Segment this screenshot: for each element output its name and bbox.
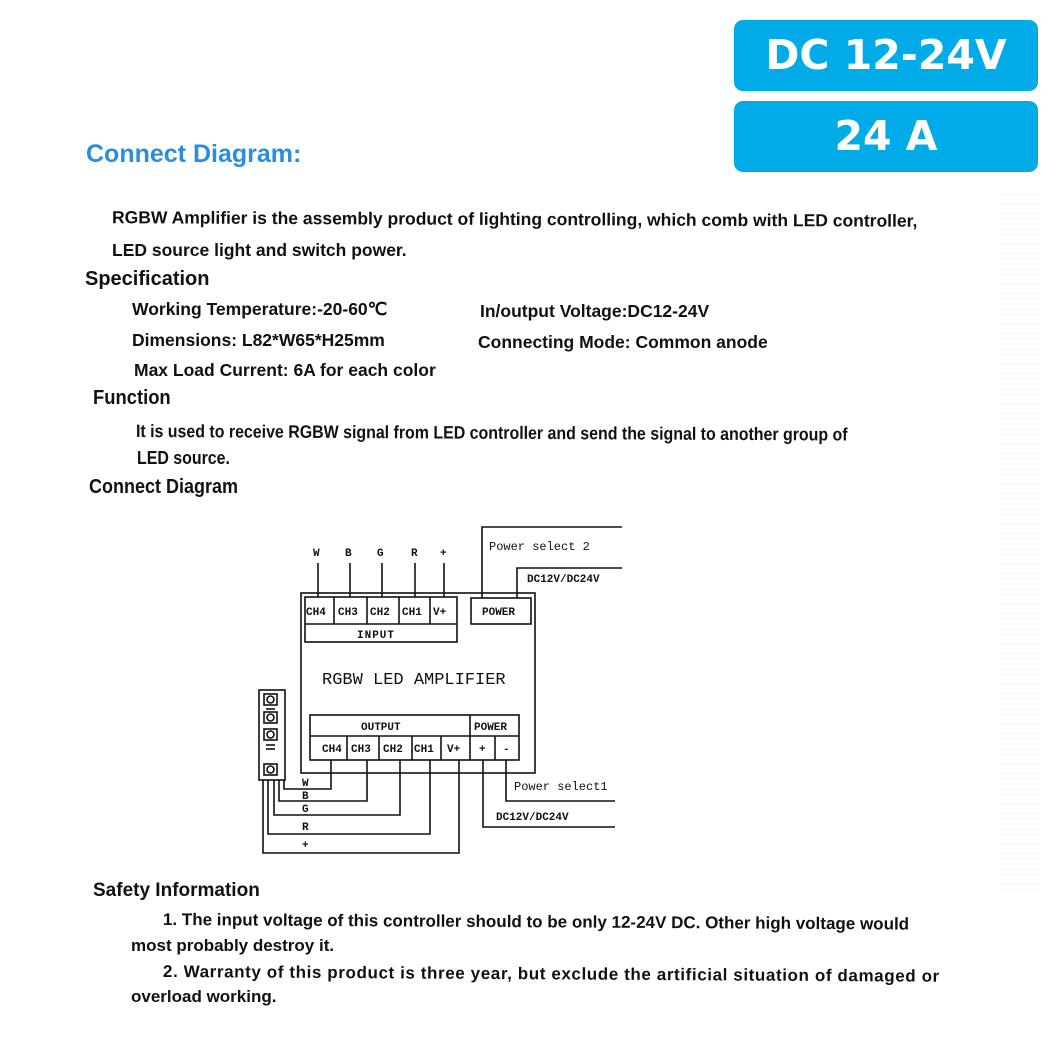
input-wire-label-w: W bbox=[313, 548, 320, 560]
output-power-voltage-note: DC12V/DC24V bbox=[496, 812, 569, 824]
safety-item-2-line-2: overload working. bbox=[131, 987, 277, 1006]
input-wire-label-b: B bbox=[345, 548, 352, 560]
output-wire-label-r: R bbox=[302, 822, 309, 834]
output-terminal-ch4: CH4 bbox=[322, 744, 342, 756]
output-power-label: POWER bbox=[474, 722, 507, 734]
function-line-2: LED source. bbox=[137, 448, 230, 468]
output-wire-label-b: B bbox=[302, 791, 309, 803]
input-terminal-ch2: CH2 bbox=[370, 607, 390, 619]
output-terminal-vplus: V+ bbox=[447, 744, 461, 756]
spec-io-voltage: In/output Voltage:DC12-24V bbox=[480, 301, 710, 321]
output-terminal-ch2: CH2 bbox=[383, 744, 403, 756]
input-power-label: POWER bbox=[482, 607, 515, 619]
spec-max-load-current: Max Load Current: 6A for each color bbox=[134, 360, 436, 380]
output-power-minus: - bbox=[503, 744, 510, 756]
amplifier-enclosure bbox=[300, 592, 536, 774]
output-wire-label-plus: + bbox=[302, 840, 309, 852]
input-wire-label-r: R bbox=[411, 548, 418, 560]
input-wire-label-plus: + bbox=[440, 548, 447, 560]
safety-heading: Safety Information bbox=[93, 880, 260, 901]
input-terminal-vplus: V+ bbox=[433, 607, 447, 619]
page-title: Connect Diagram: bbox=[86, 140, 302, 168]
power-select-2-note: Power select 2 bbox=[489, 540, 590, 554]
input-terminal-ch3: CH3 bbox=[338, 607, 358, 619]
device-name: RGBW LED AMPLIFIER bbox=[322, 671, 506, 690]
spec-working-temperature: Working Temperature:-20-60℃ bbox=[132, 299, 388, 319]
function-heading: Function bbox=[93, 387, 171, 409]
voltage-badge: DC 12-24V bbox=[734, 20, 1038, 91]
scan-artifact bbox=[1000, 190, 1040, 890]
input-terminal-ch4: CH4 bbox=[306, 607, 326, 619]
intro-line-2: LED source light and switch power. bbox=[112, 240, 407, 260]
connect-diagram-heading: Connect Diagram bbox=[89, 476, 239, 498]
output-wire-label-w: W bbox=[302, 778, 309, 790]
spec-dimensions: Dimensions: L82*W65*H25mm bbox=[132, 330, 385, 350]
current-badge: 24 A bbox=[734, 101, 1038, 172]
input-label: INPUT bbox=[357, 630, 395, 642]
output-wire-label-g: G bbox=[302, 804, 309, 816]
output-terminal-ch1: CH1 bbox=[414, 744, 434, 756]
specification-heading: Specification bbox=[85, 268, 210, 290]
output-label: OUTPUT bbox=[361, 722, 401, 734]
output-terminal-ch3: CH3 bbox=[351, 744, 371, 756]
output-power-plus: + bbox=[479, 744, 486, 756]
input-terminal-ch1: CH1 bbox=[402, 607, 422, 619]
input-wire-label-g: G bbox=[377, 548, 384, 560]
spec-connecting-mode: Connecting Mode: Common anode bbox=[478, 332, 768, 352]
safety-item-1-line-2: most probably destroy it. bbox=[131, 936, 335, 955]
power-select-1-note: Power select1 bbox=[514, 780, 608, 794]
input-power-voltage-note: DC12V/DC24V bbox=[527, 574, 600, 586]
